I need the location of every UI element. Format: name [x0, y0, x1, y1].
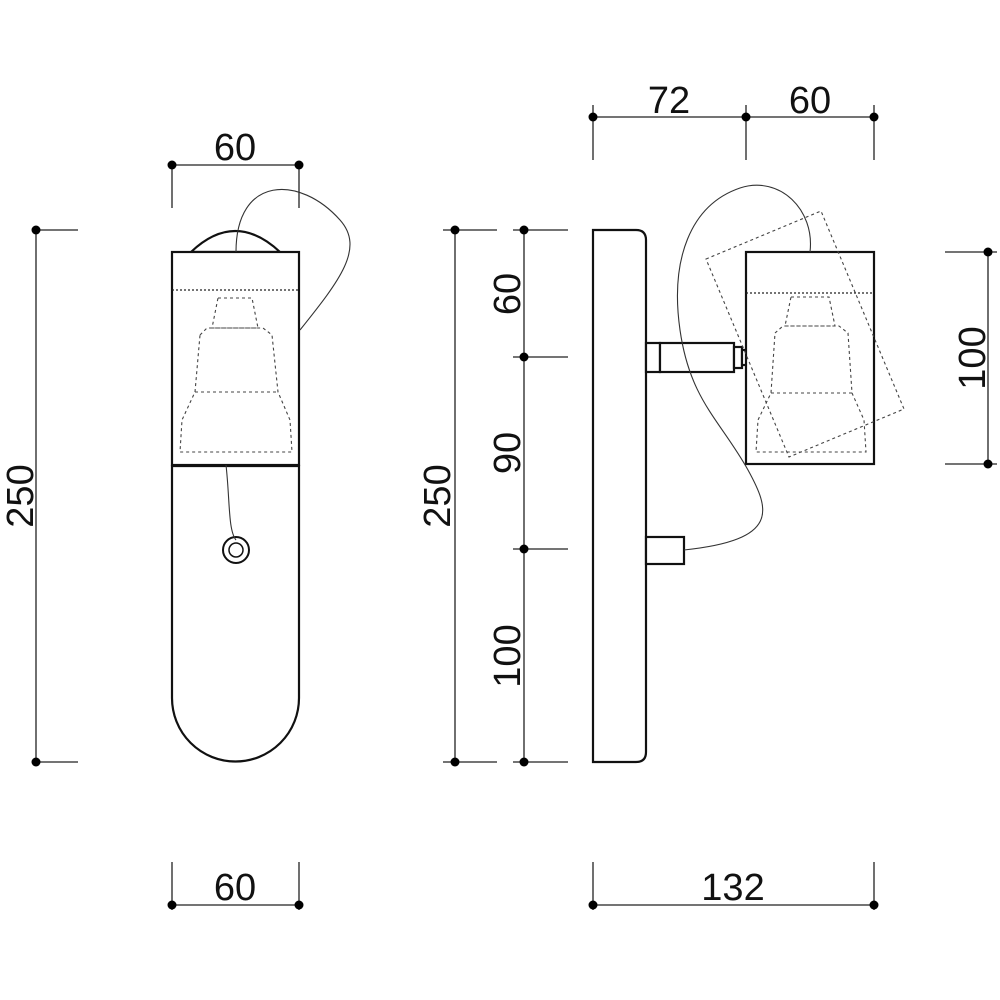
- front-bottom-width-label: 60: [214, 867, 256, 909]
- front-lamp-head: [170, 250, 301, 467]
- front-bottom-width-dimension: 60: [167, 862, 304, 910]
- side-switch-block: [644, 535, 686, 566]
- side-top-dimensions: 72 60: [588, 80, 879, 160]
- side-head-width-label: 60: [789, 80, 831, 122]
- side-head-height-label: 100: [952, 326, 994, 389]
- side-arm-length-label: 72: [648, 80, 690, 122]
- front-height-dimension: 250: [0, 225, 78, 767]
- side-arm: [658, 341, 736, 374]
- side-height-dimension: 250: [417, 225, 497, 767]
- side-height-label: 250: [417, 464, 459, 527]
- front-height-label: 250: [0, 464, 42, 527]
- side-bulb-outline: [755, 296, 867, 453]
- side-seg-top-label: 60: [487, 273, 529, 315]
- front-wire: [235, 189, 351, 331]
- front-top-width-label: 60: [214, 127, 256, 169]
- side-view: 72 60 250 60 90 100: [417, 80, 997, 767]
- side-seg-mid-label: 90: [487, 432, 529, 474]
- front-bulb-outline: [179, 297, 293, 453]
- side-segment-dimensions: 60 90 100: [487, 225, 568, 767]
- front-view: 60 250: [0, 127, 351, 767]
- side-arm-connector: [644, 341, 662, 374]
- side-wire: [677, 184, 811, 551]
- front-base-plate: [170, 464, 301, 763]
- side-seg-bottom-label: 100: [487, 624, 529, 687]
- front-top-width-dimension: 60: [167, 127, 304, 208]
- side-wall-plate: [591, 228, 648, 764]
- side-tilt-outline: [705, 210, 905, 458]
- front-dome-cap: [188, 230, 283, 254]
- front-switch: [222, 536, 250, 564]
- side-lamp-head: [744, 250, 876, 466]
- side-head-height-dimension: 100: [945, 247, 997, 469]
- side-depth-dimension: 132: [588, 862, 879, 910]
- side-depth-label: 132: [701, 867, 764, 909]
